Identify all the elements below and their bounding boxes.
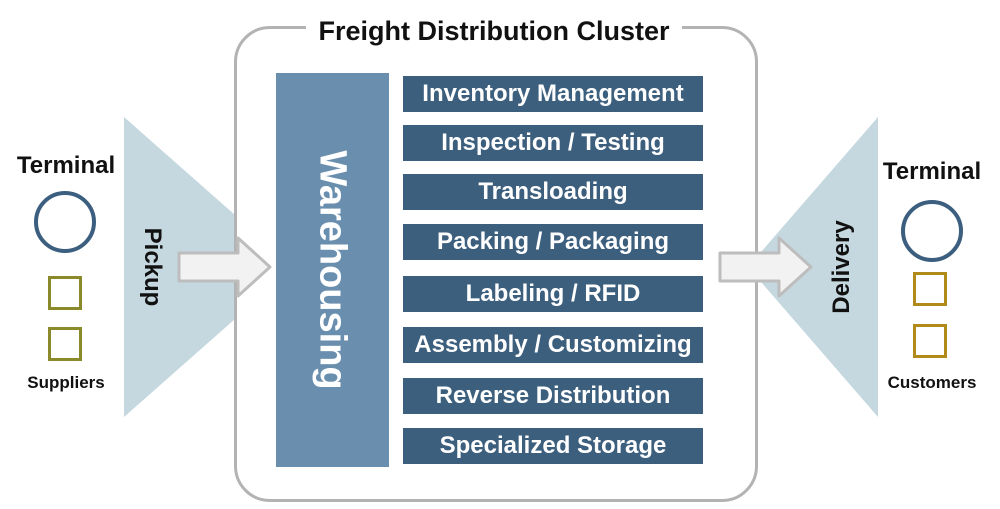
customers-label: Customers [887,373,977,392]
service-reverse-distribution: Reverse Distribution [403,378,703,414]
cluster-title: Freight Distribution Cluster [306,12,682,50]
left-terminal-circle-icon [34,191,96,253]
right-terminal-title: Terminal [882,158,982,185]
service-transloading: Transloading [403,174,703,210]
suppliers-label: Suppliers [27,373,105,392]
delivery-triangle [748,117,878,417]
pickup-arrow-icon [177,236,272,298]
supplier-square-icon [48,276,82,310]
left-terminal-title: Terminal [16,152,116,179]
service-inventory-management: Inventory Management [403,76,703,112]
service-inspection-testing: Inspection / Testing [403,125,703,161]
delivery-arrow-icon [718,236,813,298]
warehousing-block [276,73,389,467]
service-assembly-customizing: Assembly / Customizing [403,327,703,363]
pickup-label: Pickup [139,227,166,307]
customer-square-icon [913,272,947,306]
service-packing-packaging: Packing / Packaging [403,224,703,260]
service-labeling-rfid: Labeling / RFID [403,276,703,312]
supplier-square-icon [48,327,82,361]
delivery-label: Delivery [828,220,855,314]
right-terminal-circle-icon [901,200,963,262]
service-specialized-storage: Specialized Storage [403,428,703,464]
customer-square-icon [913,324,947,358]
